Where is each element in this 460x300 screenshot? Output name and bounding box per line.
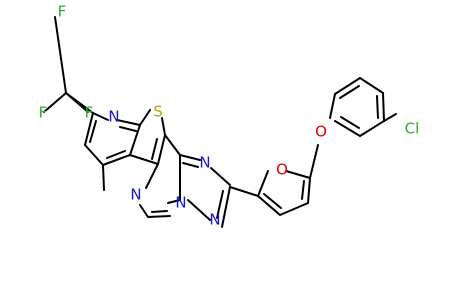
triazole-top-nitrogen-label: N [199,154,210,172]
fluorine-right-label: F [85,104,94,122]
fluorine-left-label: F [39,104,48,122]
pyrimidine-nitrogen-label: N [130,186,141,204]
triazole-bottom-nitrogen-label: N [209,211,220,229]
ether-oxygen-label: O [315,123,327,141]
fluorine-top-label: F [58,3,67,21]
chlorine-label: Cl [405,120,420,138]
thiophene-sulfur-label: S [153,103,163,121]
triazole-bridge-nitrogen-label: N [175,194,186,212]
bonds [43,16,397,228]
furan-oxygen-label: O [276,161,288,179]
pyridine-nitrogen-label: N [108,108,119,126]
atom-labels: F F F N S N N N N O O Cl [39,3,420,229]
